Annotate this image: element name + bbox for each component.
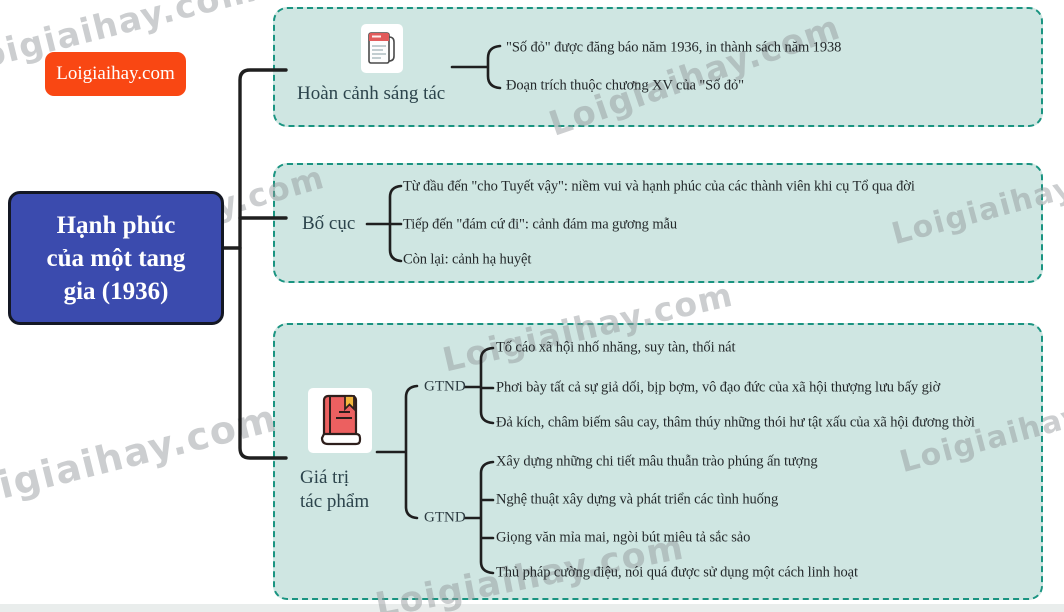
leaf-item: Xây dựng những chi tiết mâu thuẫn trào p…: [496, 453, 818, 470]
newspaper-icon: [361, 24, 403, 73]
connector-trunk: [238, 68, 288, 460]
bracket-gtnd-1: [463, 346, 495, 425]
leaf-item: Còn lại: cảnh hạ huyệt: [403, 251, 532, 268]
bottom-edge-strip: [0, 604, 1064, 612]
bracket-hoan-canh: [450, 44, 502, 90]
leaf-item: Giọng văn mỉa mai, ngòi bút miêu tả sắc …: [496, 529, 751, 546]
root-title-line: gia (1936): [63, 277, 169, 305]
branch-box-gia-tri-tac-pham: [273, 323, 1043, 600]
branch-label-line: Giá trị: [300, 467, 350, 488]
leaf-item: Tiếp đến "đám cứ đi": cảnh đám ma gương …: [403, 216, 678, 233]
leaf-item: Thủ pháp cường điệu, nói quá được sử dụn…: [496, 564, 858, 581]
branch-label-hoan-canh-sang-tac: Hoàn cảnh sáng tác: [297, 83, 446, 104]
bracket-gtnd-2: [463, 460, 495, 575]
root-node: Hạnh phúc của một tang gia (1936): [8, 191, 224, 325]
leaf-item: Đả kích, châm biếm sâu cay, thâm thúy nh…: [496, 414, 975, 431]
bracket-gia-tri: [375, 384, 419, 520]
book-icon: [308, 388, 372, 453]
group-label-gtnd-1: GTND: [424, 378, 466, 395]
leaf-item: "Số đỏ" được đăng báo năm 1936, in thành…: [506, 39, 842, 56]
branch-label-bo-cuc: Bố cục: [302, 213, 356, 234]
leaf-item: Tố cáo xã hội nhố nhăng, suy tàn, thối n…: [496, 339, 736, 356]
leaf-item: Nghệ thuật xây dựng và phát triển các tì…: [496, 491, 779, 508]
brand-badge: Loigiaihay.com: [45, 52, 186, 96]
root-title-line: Hạnh phúc: [56, 211, 176, 239]
branch-label-gia-tri-tac-pham: Giá trị tác phẩm: [300, 466, 369, 514]
leaf-item: Phơi bày tất cả sự giả dối, bịp bợm, vô …: [496, 379, 941, 396]
root-title-line: của một tang: [46, 244, 186, 272]
leaf-item: Đoạn trích thuộc chương XV của "Số đỏ": [506, 77, 744, 94]
bracket-bo-cuc: [365, 184, 403, 263]
leaf-item: Từ đầu đến "cho Tuyết vậy": niềm vui và …: [403, 178, 915, 195]
branch-label-line: tác phẩm: [300, 491, 370, 512]
group-label-gtnd-2: GTND: [424, 509, 466, 526]
brand-badge-label: Loigiaihay.com: [56, 63, 175, 84]
